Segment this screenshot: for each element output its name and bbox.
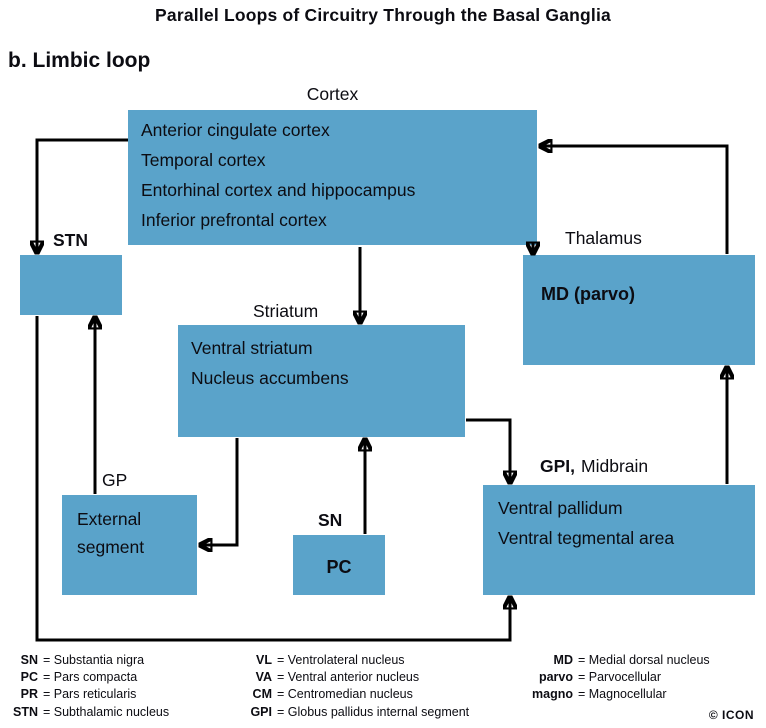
legend-term: VL <box>256 653 272 667</box>
legend-term: STN <box>13 704 38 719</box>
legend-definition: = Substantia nigra <box>43 653 145 667</box>
cortex-area-item: Inferior prefrontal cortex <box>141 210 327 230</box>
legend-definition: = Ventrolateral nucleus <box>277 653 405 667</box>
legend-entry: GPI = Globus pallidus internal segment <box>240 704 469 721</box>
legend-entry: CM = Centromedian nucleus <box>240 686 469 703</box>
legend-entry: SN = Substantia nigra <box>8 652 169 669</box>
arrow-striatum-to-gp-external <box>200 438 239 545</box>
sn-pars-compacta-box: PC <box>293 535 385 595</box>
cortex-label: Cortex <box>306 84 359 104</box>
legend-entry: PC = Pars compacta <box>8 669 169 686</box>
legend-definition: = Pars compacta <box>43 670 138 685</box>
legend-definition: = Magnocellular <box>578 687 667 702</box>
legend-definition: = Centromedian nucleus <box>277 687 413 702</box>
gpi-area-item: Ventral tegmental area <box>498 528 675 548</box>
striatum-area-item: Ventral striatum <box>191 338 313 358</box>
gp-label: GP <box>102 470 128 490</box>
legend-column-3: MD = Medial dorsal nucleus parvo = Parvoce… <box>527 652 710 704</box>
icon-publisher-logo: © ICON <box>708 708 754 722</box>
stn-label: STN <box>53 230 88 250</box>
legend-definition: = Parvocellular <box>578 670 662 685</box>
gp-external-segment-box: External segment <box>62 495 197 595</box>
legend-entry: PR = Pars reticularis <box>8 686 169 703</box>
legend-term: CM <box>252 687 272 702</box>
cortex-area-item: Temporal cortex <box>141 150 266 170</box>
legend-term: GPI <box>250 704 272 719</box>
legend-definition: = Ventral anterior nucleus <box>277 670 420 685</box>
striatum-box: Ventral striatum Nucleus accumbens <box>178 325 465 437</box>
legend-column-2: VL = Ventrolateral nucleus VA = Ventral an… <box>240 652 469 721</box>
legend-column-1: SN = Substantia nigra PC = Pars compacta P… <box>8 652 169 721</box>
thalamus-box: MD (parvo) <box>523 255 755 365</box>
thalamus-nucleus: MD (parvo) <box>541 284 635 304</box>
legend-definition: = Globus pallidus internal segment <box>277 704 470 719</box>
legend-entry: STN = Subthalamic nucleus <box>8 704 169 721</box>
gpi-midbrain-label: GPI,Midbrain <box>540 456 648 477</box>
legend-term: MD <box>553 653 573 667</box>
legend-entry: VA = Ventral anterior nucleus <box>240 669 469 686</box>
stn-box <box>20 255 122 315</box>
figure-title: Parallel Loops of Circuitry Through the … <box>155 5 611 25</box>
striatum-label: Striatum <box>253 301 319 321</box>
legend-definition: = Subthalamic nucleus <box>43 704 170 719</box>
section-label: b. Limbic loop <box>8 49 151 72</box>
gpi-label-abbrev: GPI, <box>540 456 576 476</box>
legend-term: magno <box>532 687 573 702</box>
legend-term: SN <box>20 653 38 667</box>
thalamus-label: Thalamus <box>565 228 642 248</box>
legend-definition: = Medial dorsal nucleus <box>578 653 710 667</box>
legend-term: PR <box>20 687 38 702</box>
cortex-box: Anterior cingulate cortex Temporal corte… <box>128 110 537 245</box>
pars-compacta-abbrev: PC <box>326 557 352 577</box>
legend-term: VA <box>255 670 272 685</box>
legend-entry: VL = Ventrolateral nucleus <box>240 652 469 669</box>
legend-entry: MD = Medial dorsal nucleus <box>527 652 710 669</box>
gpi-midbrain-box: Ventral pallidum Ventral tegmental area <box>483 485 755 595</box>
legend-definition: = Pars reticularis <box>43 687 137 702</box>
legend-entry: magno = Magnocellular <box>527 686 710 703</box>
gpi-area-item: Ventral pallidum <box>498 498 623 518</box>
arrow-striatum-to-gpi <box>466 418 510 483</box>
gp-segment-line: External <box>77 509 142 529</box>
legend-term: PC <box>20 670 38 685</box>
sn-label: SN <box>318 510 343 530</box>
striatum-area-item: Nucleus accumbens <box>191 368 349 388</box>
gpi-label-region: Midbrain <box>581 456 649 476</box>
legend-entry: parvo = Parvocellular <box>527 669 710 686</box>
cortex-area-item: Anterior cingulate cortex <box>141 120 330 140</box>
legend-term: parvo <box>538 670 573 685</box>
cortex-area-item: Entorhinal cortex and hippocampus <box>141 180 416 200</box>
gp-segment-line: segment <box>77 537 145 557</box>
